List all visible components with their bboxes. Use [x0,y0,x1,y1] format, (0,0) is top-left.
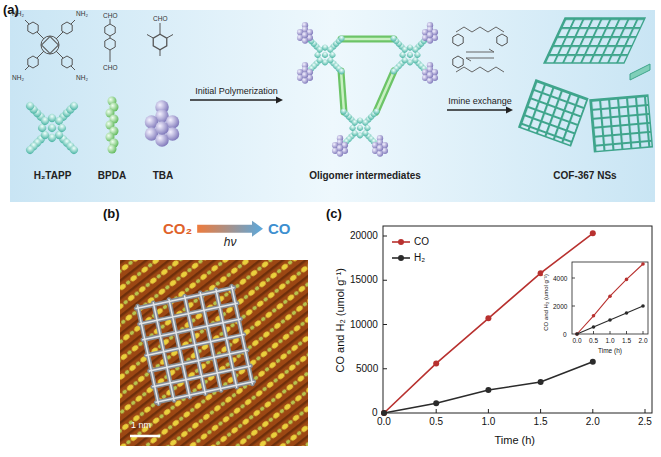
monomer-node: TBA [138,12,188,182]
node-label: CO [268,220,291,237]
node-label: BPDA [98,170,126,182]
tick-label: 0.5 [588,337,599,344]
tick-label: 10000 [350,319,378,331]
tick-label: 0.0 [377,416,391,428]
sphere-model [145,100,180,147]
atom-group: NH₂ [12,10,24,17]
arrow-label: Imine exchange [447,96,513,106]
sphere-model [3,79,102,178]
co-series [381,230,596,416]
axis-title: CO and H₂ (umol g⁻¹) [542,273,549,332]
node-label: COF-367 NSs [553,170,616,182]
molecule-structure [105,19,115,62]
node-label: H₂TAPP [34,170,72,182]
tick-label: 0 [562,331,568,338]
tick-label: 5000 [356,363,378,375]
monomer-node: H₂TAPP [15,12,90,182]
legend-label: CO [414,236,429,248]
stage-node: Oligomer intermediates [285,12,445,182]
tick-label: 0.5 [429,416,443,428]
molecule-structure [147,23,173,56]
atom-group: CHO [103,12,117,19]
atom-group: NH₂ [12,74,24,81]
tick-label: 1.0 [481,416,495,428]
lattice-overlay [136,286,255,405]
legend-swatch [392,239,410,245]
oligomer-illustration [288,18,447,165]
gas-node: CO₂ [160,218,195,239]
node-label: Oligomer intermediates [309,170,421,182]
gas-node: CO [265,218,294,239]
node-label: TBA [153,170,174,182]
tick-label: 20000 [350,230,378,242]
sphere-model [106,97,119,154]
inset-chart [572,262,648,336]
tick-label: 1.5 [621,337,632,344]
tick-label: 15000 [350,274,378,286]
panel-letter: (b) [103,207,120,222]
stage-node: COF-367 NSs [515,12,655,182]
scale-bar [130,435,160,438]
photo-arrow [197,221,263,237]
atom-group: NH₂ [76,74,88,81]
tick-label: 2.0 [586,416,600,428]
tick-label: 2.0 [638,337,649,344]
reaction-arrow [447,107,513,114]
panel-band [10,10,655,202]
h2-series [381,359,596,416]
monomer-node: BPDA [93,12,131,182]
panel-letter: (c) [326,207,342,222]
legend-label: H₂ [414,252,425,264]
reaction-arrow [190,97,283,104]
scale-label: 1 nm [131,420,151,430]
atom-group: CHO [103,64,117,71]
axis-title: CO and H₂ (umol g⁻¹) [334,268,347,372]
tick-label: 2000 [552,303,568,310]
afm-image [120,260,308,446]
molecule-structure [25,20,75,70]
tick-label: 1.0 [605,337,616,344]
tick-label: 0.0 [572,337,583,344]
tick-label: 4000 [552,275,568,282]
tick-label: 2.5 [638,416,652,428]
atom-group: CHO [153,15,167,22]
arrow-label: hν [197,236,263,250]
equilibrium-sketch [453,27,507,72]
cof-nanosheets [519,18,652,152]
axis-title: Time (h) [495,434,536,447]
tick-label: 0 [372,407,378,419]
axis-title: Time (h) [597,347,623,354]
tick-label: 1.5 [534,416,548,428]
atom-group: NH₂ [76,10,88,17]
arrow-label: Initial Polymerization [190,86,283,96]
legend-swatch [392,255,410,261]
chart-frame [383,226,652,413]
node-label: CO₂ [163,220,192,237]
